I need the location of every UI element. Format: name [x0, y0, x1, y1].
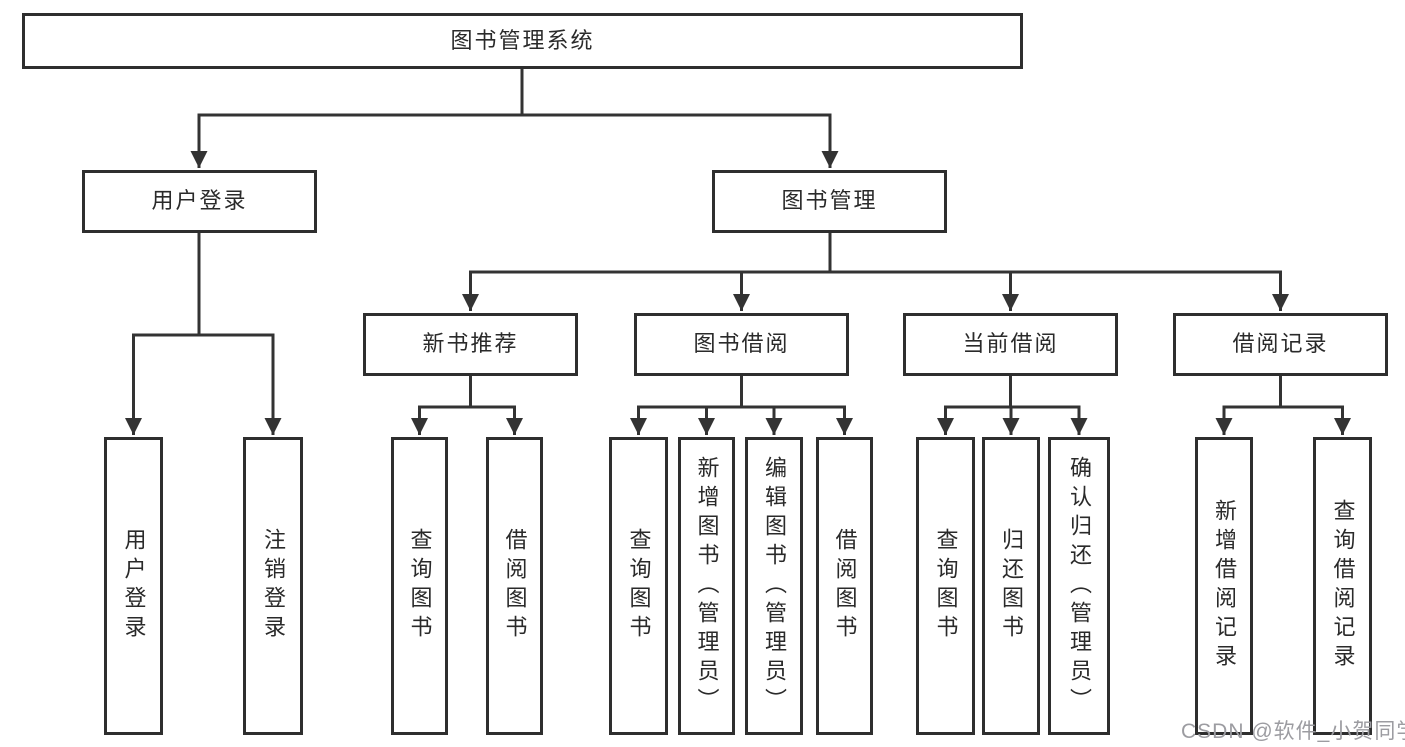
leaf-query-book-1: 查询图书 — [391, 437, 448, 735]
leaf-borrow-book-2: 借阅图书 — [816, 437, 873, 735]
leaf-add-book-admin: 新增图书（管理员） — [678, 437, 735, 735]
watermark: CSDN @软件_小贺同学 — [1181, 720, 1405, 743]
node-root: 图书管理系统 — [22, 13, 1023, 69]
leaf-query-book-3: 查询图书 — [916, 437, 975, 735]
node-book-borrow: 图书借阅 — [634, 313, 849, 376]
node-book-management: 图书管理 — [712, 170, 947, 233]
leaf-confirm-return-admin: 确认归还（管理员） — [1048, 437, 1110, 735]
leaf-logout: 注销登录 — [243, 437, 303, 735]
node-current-borrow: 当前借阅 — [903, 313, 1118, 376]
node-user-login: 用户登录 — [82, 170, 317, 233]
leaf-edit-book-admin: 编辑图书（管理员） — [745, 437, 803, 735]
node-borrow-record: 借阅记录 — [1173, 313, 1388, 376]
leaf-return-book: 归还图书 — [982, 437, 1040, 735]
leaf-query-borrow-record: 查询借阅记录 — [1313, 437, 1372, 735]
leaf-user-login: 用户登录 — [104, 437, 163, 735]
leaf-query-book-2: 查询图书 — [609, 437, 668, 735]
leaf-add-borrow-record: 新增借阅记录 — [1195, 437, 1253, 735]
node-new-book-recommend: 新书推荐 — [363, 313, 578, 376]
leaf-borrow-book-1: 借阅图书 — [486, 437, 543, 735]
